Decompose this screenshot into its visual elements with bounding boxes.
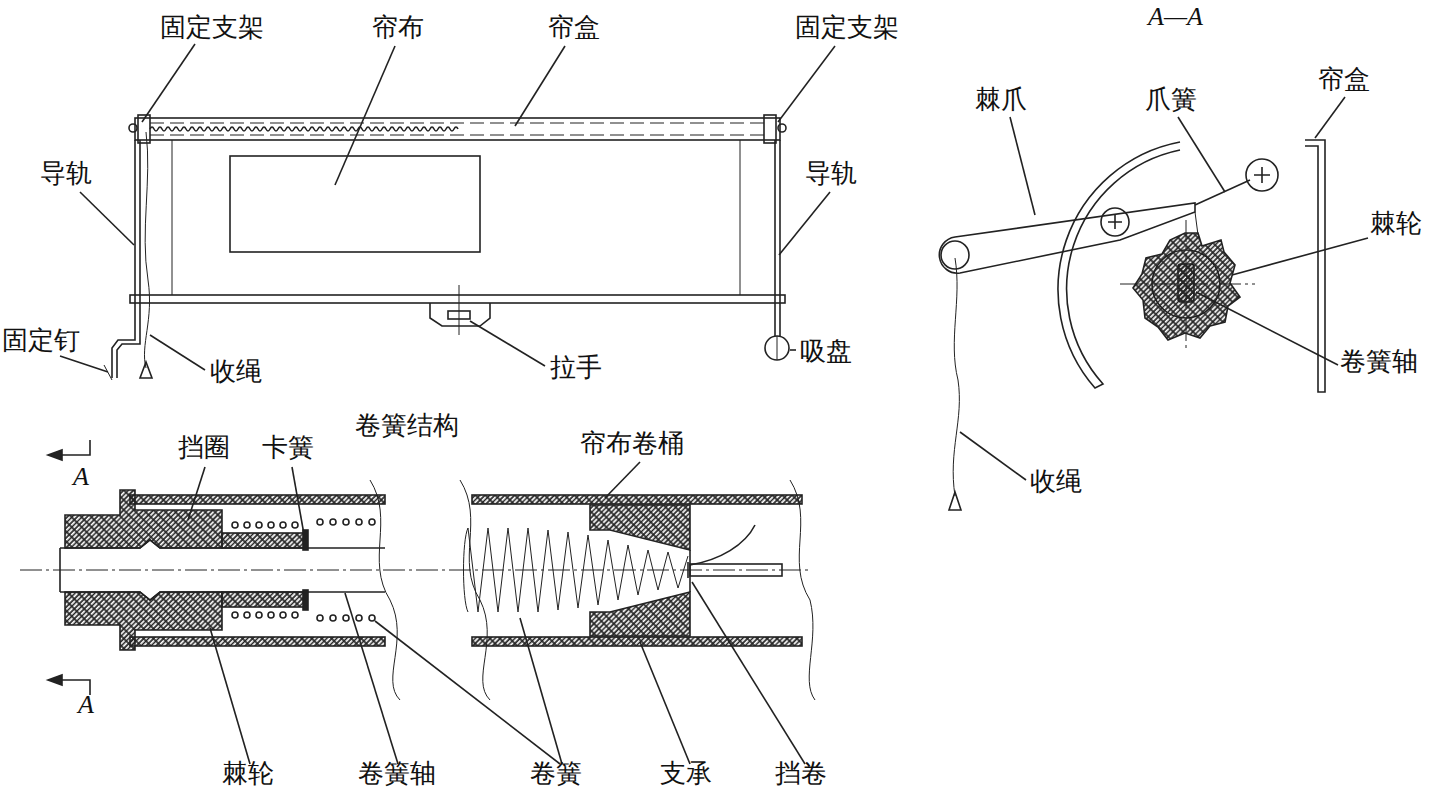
- bracket-label: 固定支架: [795, 12, 899, 42]
- support-label: 支承: [660, 758, 712, 788]
- nail-label: 固定钉: [2, 325, 80, 355]
- ratchet-label: 棘轮: [222, 758, 274, 788]
- spring-label: 爪簧: [1145, 84, 1197, 114]
- sucker-label: 吸盘: [800, 336, 852, 366]
- bracket-label: 固定支架: [160, 12, 264, 42]
- ring-label: 挡圈: [178, 432, 230, 462]
- stop-label: 挡卷: [775, 758, 827, 788]
- section-mark: A: [78, 690, 94, 720]
- handle-label: 拉手: [550, 352, 602, 382]
- section-title: A—A: [1148, 2, 1203, 32]
- ratchet-label: 棘轮: [1370, 208, 1422, 238]
- spring-section: [20, 440, 815, 700]
- shaft-label: 卷簧轴: [1340, 346, 1418, 376]
- cord-label: 收绳: [210, 356, 262, 386]
- spring-label: 卷簧: [530, 758, 582, 788]
- cord-label: 收绳: [1030, 466, 1082, 496]
- leader-lines: [60, 44, 1368, 764]
- curtain-label: 帘布: [372, 12, 424, 42]
- structure-title: 卷簧结构: [355, 410, 459, 440]
- section-mark: A: [73, 462, 89, 492]
- box-label: 帘盒: [1318, 64, 1370, 94]
- pawl-label: 棘爪: [975, 84, 1027, 114]
- shaft-label: 卷簧轴: [358, 758, 436, 788]
- front-view: [104, 115, 789, 380]
- section-a-a: [939, 140, 1325, 510]
- clip-label: 卡簧: [262, 432, 314, 462]
- box-label: 帘盒: [548, 12, 600, 42]
- rail-label: 导轨: [805, 158, 857, 188]
- rail-label: 导轨: [40, 158, 92, 188]
- tube-label: 帘布卷桶: [580, 428, 684, 458]
